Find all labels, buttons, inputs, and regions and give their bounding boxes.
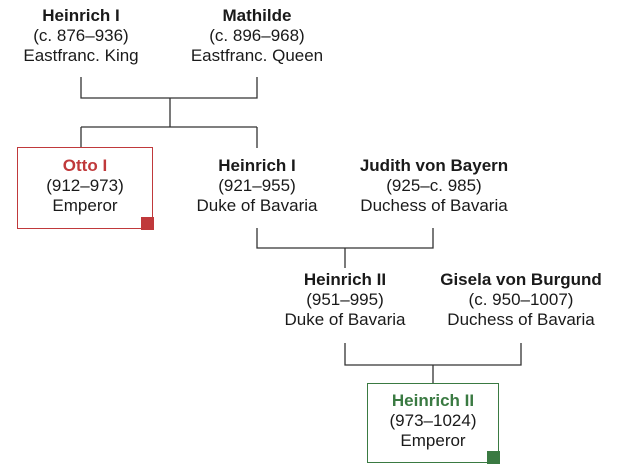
person-name: Heinrich I xyxy=(42,6,120,25)
person-dates: (c. 896–968) xyxy=(209,26,305,45)
person-title: Emperor xyxy=(52,196,118,215)
person-name: Mathilde xyxy=(222,6,292,25)
person-name: Judith von Bayern xyxy=(359,156,509,175)
person-name: Heinrich II xyxy=(303,270,387,289)
person-title: Duke of Bavaria xyxy=(284,310,406,329)
person-mathilde: Mathilde (c. 896–968) Eastfranc. Queen xyxy=(172,6,342,66)
person-name: Gisela von Burgund xyxy=(440,270,602,289)
couple-line-heinrich2-gisela xyxy=(344,343,522,366)
corner-marker xyxy=(140,216,154,230)
couple-line-heinrich-judith xyxy=(256,228,434,249)
person-otto-i: Otto I (912–973) Emperor xyxy=(17,156,153,216)
person-heinrich-i-king: Heinrich I (c. 876–936) Eastfranc. King xyxy=(6,6,156,66)
person-dates: (c. 950–1007) xyxy=(468,290,574,309)
person-title: Eastfranc. King xyxy=(23,46,139,65)
person-dates: (925–c. 985) xyxy=(386,176,482,195)
highlight-box-otto-i xyxy=(17,147,154,230)
person-gisela-von-burgund: Gisela von Burgund (c. 950–1007) Duchess… xyxy=(418,270,624,330)
person-dates: (973–1024) xyxy=(389,411,477,430)
person-heinrich-ii-emperor: Heinrich II (973–1024) Emperor xyxy=(367,391,499,451)
person-title: Emperor xyxy=(400,431,466,450)
corner-marker xyxy=(486,450,500,464)
person-judith-von-bayern: Judith von Bayern (925–c. 985) Duchess o… xyxy=(338,156,530,216)
person-name: Heinrich II xyxy=(391,391,475,410)
highlight-box-heinrich-ii-emperor xyxy=(367,383,500,464)
couple-line-heinrich-mathilde xyxy=(80,77,258,99)
person-dates: (912–973) xyxy=(46,176,124,195)
person-name: Otto I xyxy=(62,156,108,175)
person-title: Duchess of Bavaria xyxy=(360,196,508,215)
person-title: Duke of Bavaria xyxy=(196,196,318,215)
person-heinrich-i-duke: Heinrich I (921–955) Duke of Bavaria xyxy=(172,156,342,216)
person-dates: (c. 876–936) xyxy=(33,26,129,45)
person-title: Eastfranc. Queen xyxy=(190,46,324,65)
person-dates: (951–995) xyxy=(306,290,384,309)
person-heinrich-ii-duke: Heinrich II (951–995) Duke of Bavaria xyxy=(260,270,430,330)
person-dates: (921–955) xyxy=(218,176,296,195)
person-name: Heinrich I xyxy=(218,156,296,175)
person-title: Duchess of Bavaria xyxy=(447,310,595,329)
